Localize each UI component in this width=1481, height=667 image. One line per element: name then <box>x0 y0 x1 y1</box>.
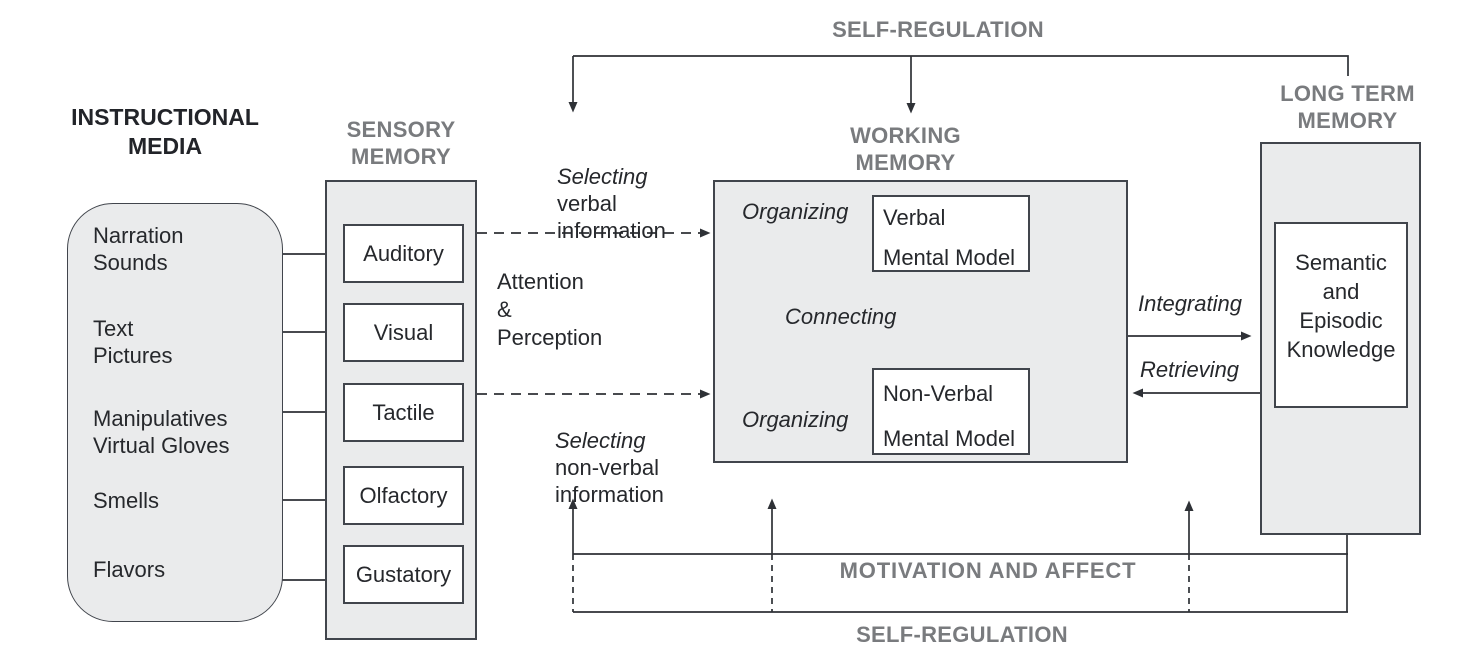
working-memory-title: WORKING MEMORY <box>850 123 961 175</box>
selecting-nonverbal-lead: Selecting <box>555 428 646 453</box>
motivation-and-affect-label: MOTIVATION AND AFFECT <box>839 558 1137 583</box>
long-term-memory-title: LONG TERM MEMORY <box>1280 81 1415 133</box>
media-item-flavors: Flavors <box>93 557 166 582</box>
nonverbal-mental-model-box: Non-Verbal Mental Model <box>872 368 1030 455</box>
self-regulation-top-rail <box>573 55 1349 76</box>
media-item-manipulatives-virtual-gloves: Manipulatives Virtual Gloves <box>93 406 230 458</box>
sensory-box-olfactory: Olfactory <box>343 466 464 525</box>
sensory-box-gustatory: Gustatory <box>343 545 464 604</box>
sensory-box-auditory: Auditory <box>343 224 464 283</box>
media-item-smells: Smells <box>93 488 160 513</box>
attention-perception-label: Attention & Perception <box>497 269 603 350</box>
sensory-box-tactile: Tactile <box>343 383 464 442</box>
organizing-bottom-label: Organizing <box>742 407 849 432</box>
sensory-box-visual: Visual <box>343 303 464 362</box>
media-item-text-pictures: Text Pictures <box>93 316 173 368</box>
retrieving-label: Retrieving <box>1140 357 1240 382</box>
integrating-label: Integrating <box>1138 291 1242 316</box>
self-regulation-bottom-label: SELF-REGULATION <box>856 622 1068 647</box>
instructional-media-box <box>67 203 283 622</box>
media-item-narration-sounds: Narration Sounds <box>93 223 184 275</box>
verbal-mental-model-box: Verbal Mental Model <box>872 195 1030 272</box>
sensory-memory-title: SENSORY MEMORY <box>346 117 456 169</box>
connecting-label: Connecting <box>785 304 897 329</box>
organizing-top-label: Organizing <box>742 199 849 224</box>
self-regulation-top-label: SELF-REGULATION <box>832 17 1044 42</box>
selecting-verbal-lead: Selecting <box>557 164 648 189</box>
instructional-media-title: INSTRUCTIONAL MEDIA <box>71 104 259 159</box>
semantic-episodic-knowledge-box: Semantic and Episodic Knowledge <box>1274 222 1408 408</box>
selecting-nonverbal-rest: non-verbal information <box>555 455 664 507</box>
selecting-verbal-rest: verbal information <box>557 191 666 243</box>
